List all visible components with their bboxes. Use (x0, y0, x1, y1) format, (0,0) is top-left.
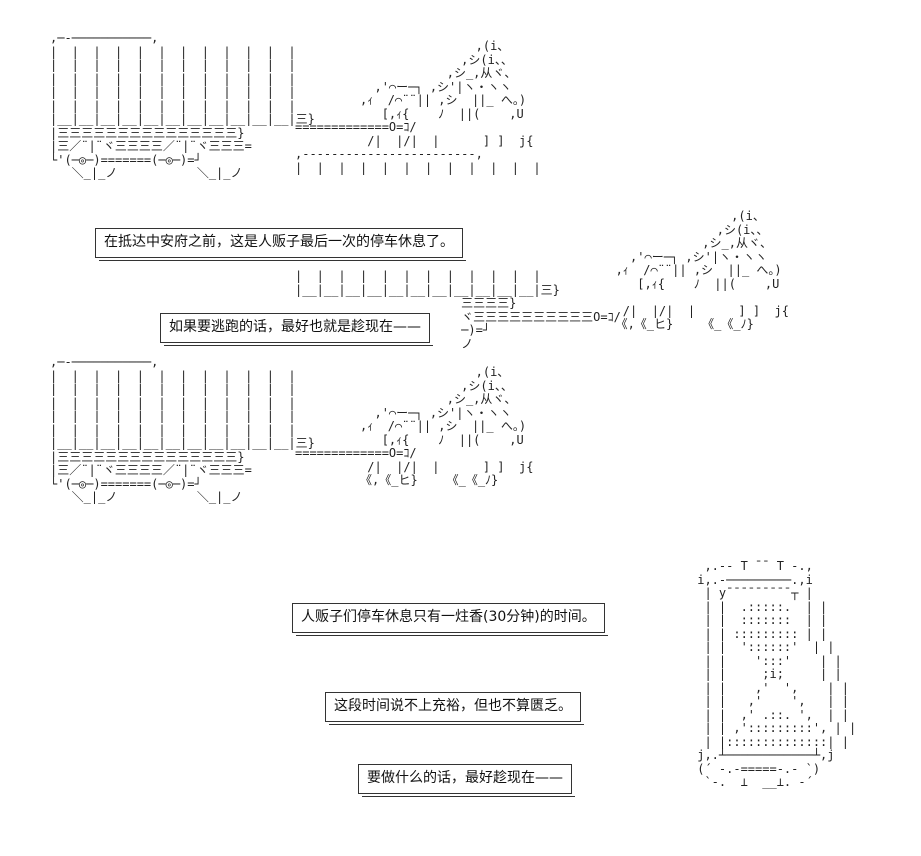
caption-text-1: 在抵达中安府之前，这是人贩子最后一次的停车休息了。 (104, 234, 454, 250)
caption-box-5: 要做什么的话，最好趁现在—— (358, 764, 575, 797)
caption-box-1: 在抵达中安府之前，这是人贩子最后一次的停车休息了。 (95, 228, 466, 261)
hourglass-art: ,.-‐ T ¯¯ T -., i,.-─────────.,i | y¯¯¯¯… (697, 559, 857, 789)
caption-text-5: 要做什么的话，最好趁现在—— (367, 770, 563, 786)
caption-box-4: 这段时间说不上充裕，但也不算匮乏。 (325, 692, 584, 725)
caption-box-3: 人贩子们停车休息只有一炷香(30分钟)的时间。 (292, 603, 608, 636)
cart-3-art: ,─‐───────────, | | | | | | | | | | | | … (50, 355, 315, 504)
caption-text-3: 人贩子们停车休息只有一炷香(30分钟)的时间。 (301, 609, 596, 625)
caption-box-2: 如果要逃跑的话，最好也就是趁现在—— (160, 313, 433, 346)
caption-text-4: 这段时间说不上充裕，但也不算匮乏。 (334, 698, 572, 714)
horse-3-art: ,(i、 ,シ(i、、 ,シ_,从ヾ、 ,'⌒ー─┐ ,シ'|ヽ・ヽヽ ,ｨ /… (295, 365, 534, 487)
caption-text-2: 如果要逃跑的话，最好也就是趁现在—— (169, 319, 421, 335)
horse-1-art: ,(i、 ,シ(i、、 ,シ_,从ヾ、 ,'⌒ー─┐ ,シ'|ヽ・ヽヽ ,ｨ /… (295, 39, 541, 175)
horse-2-art: ,(i、 ,シ(i、、 ,シ_,从ヾ、 ,'⌒ー─┐ ,シ'|ヽ・ヽヽ ,ｨ /… (615, 209, 789, 331)
cart-1-art: ,─‐───────────, | | | | | | | | | | | | … (50, 31, 315, 180)
cart-2-art: | | | | | | | | | | | | |__|__|__|__|__|… (295, 269, 621, 351)
